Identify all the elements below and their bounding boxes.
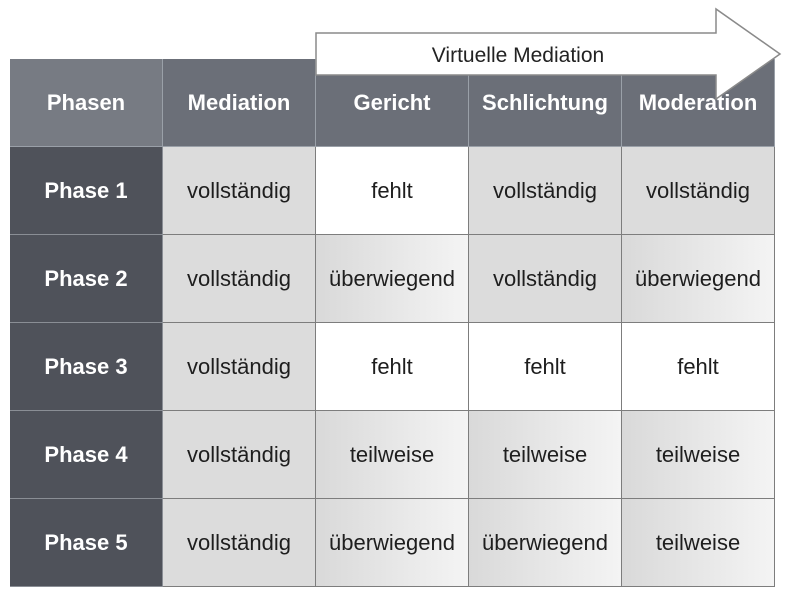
cell-phase-5-moderation: teilweise [622, 499, 775, 587]
arrow-shape [315, 7, 782, 100]
header-mediation: Mediation [163, 59, 316, 147]
cell-phase-3-mediation: vollständig [163, 323, 316, 411]
cell-phase-4-schlichtung: teilweise [469, 411, 622, 499]
row-header-phase-4: Phase 4 [10, 411, 163, 499]
cell-phase-5-schlichtung: überwiegend [469, 499, 622, 587]
cell-phase-2-gericht: überwiegend [316, 235, 469, 323]
row-header-phase-2: Phase 2 [10, 235, 163, 323]
cell-phase-1-gericht: fehlt [316, 147, 469, 235]
cell-phase-1-moderation: vollständig [622, 147, 775, 235]
cell-phase-2-mediation: vollständig [163, 235, 316, 323]
cell-phase-3-moderation: fehlt [622, 323, 775, 411]
cell-phase-1-schlichtung: vollständig [469, 147, 622, 235]
cell-phase-3-gericht: fehlt [316, 323, 469, 411]
header-phasen: Phasen [10, 59, 163, 147]
virtual-mediation-arrow [315, 7, 782, 100]
cell-phase-5-gericht: überwiegend [316, 499, 469, 587]
arrow-label: Virtuelle Mediation [431, 44, 605, 67]
row-header-phase-1: Phase 1 [10, 147, 163, 235]
row-header-phase-3: Phase 3 [10, 323, 163, 411]
cell-phase-4-gericht: teilweise [316, 411, 469, 499]
cell-phase-4-mediation: vollständig [163, 411, 316, 499]
row-header-phase-5: Phase 5 [10, 499, 163, 587]
comparison-table: Phasen Mediation Gericht Schlichtung Mod… [10, 59, 775, 587]
cell-phase-4-moderation: teilweise [622, 411, 775, 499]
cell-phase-2-schlichtung: vollständig [469, 235, 622, 323]
cell-phase-1-mediation: vollständig [163, 147, 316, 235]
cell-phase-2-moderation: überwiegend [622, 235, 775, 323]
cell-phase-5-mediation: vollständig [163, 499, 316, 587]
cell-phase-3-schlichtung: fehlt [469, 323, 622, 411]
